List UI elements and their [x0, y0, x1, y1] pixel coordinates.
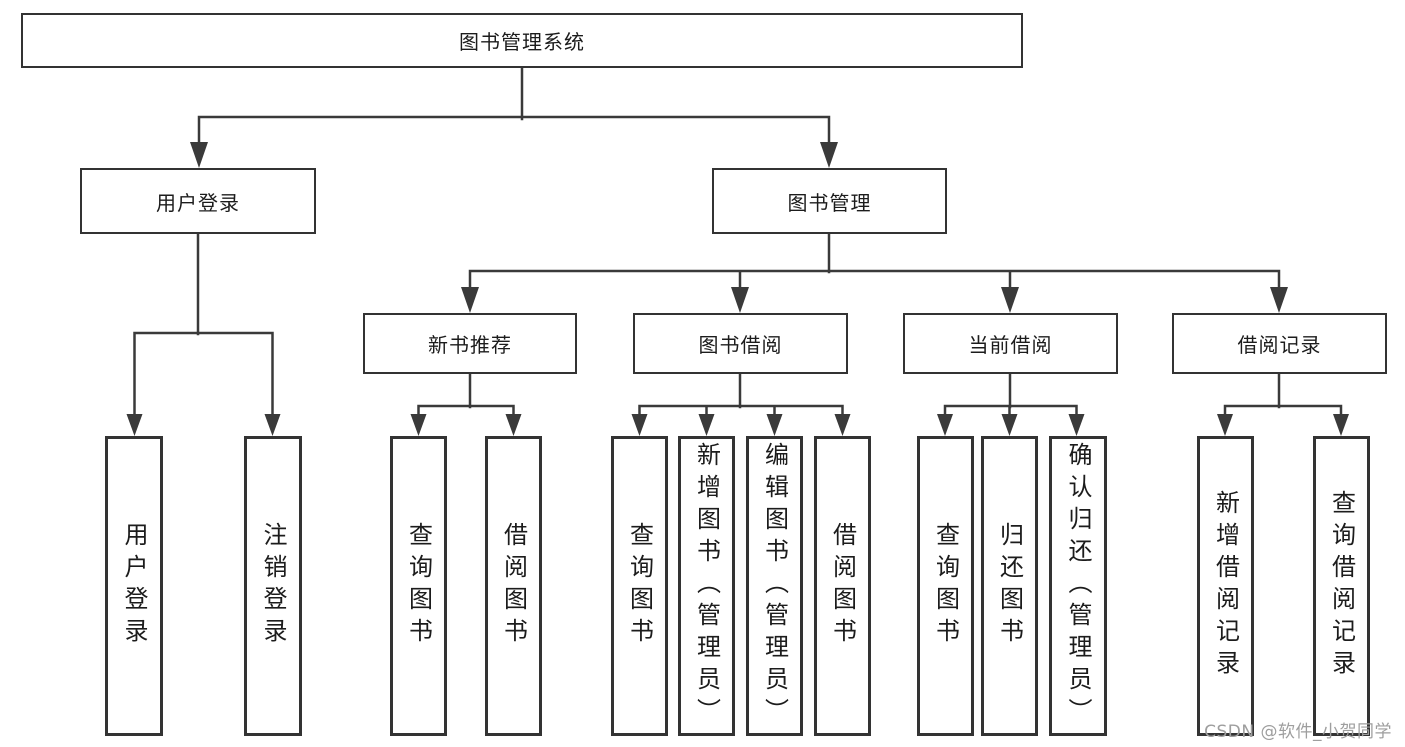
leaf-label: 注销登录 — [259, 522, 287, 650]
leaf-label: 编辑图书（管理员） — [760, 442, 789, 730]
node-book-management-module: 图书管理 — [712, 168, 947, 234]
arrow-down-icon — [1001, 287, 1019, 313]
arrow-down-icon — [264, 414, 281, 436]
node-current-borrowing: 当前借阅 — [903, 313, 1118, 374]
arrow-down-icon — [631, 414, 648, 436]
node-user-login-module: 用户登录 — [80, 168, 316, 234]
leaf-label: 确认归还（管理员） — [1064, 442, 1092, 730]
leaf-confirm-return-admin: 确认归还（管理员） — [1049, 436, 1107, 736]
leaf-label: 归还图书 — [995, 522, 1024, 650]
arrow-down-icon — [820, 142, 838, 168]
arrow-down-icon — [1068, 414, 1085, 436]
leaf-label: 借阅图书 — [499, 522, 528, 650]
arrow-down-icon — [1217, 414, 1233, 436]
leaf-label: 借阅图书 — [828, 522, 857, 650]
arrow-down-icon — [461, 287, 479, 313]
arrow-down-icon — [698, 414, 715, 436]
leaf-search-books-current: 查询图书 — [917, 436, 974, 736]
leaf-label: 查询图书 — [625, 522, 654, 650]
node-root-system: 图书管理系统 — [21, 13, 1023, 68]
leaf-search-borrow-record: 查询借阅记录 — [1313, 436, 1370, 736]
leaf-add-borrow-record: 新增借阅记录 — [1197, 436, 1254, 736]
csdn-watermark: CSDN @软件_小贺同学 — [1204, 722, 1392, 742]
arrow-down-icon — [1270, 287, 1288, 313]
leaf-label: 查询借阅记录 — [1327, 490, 1356, 682]
leaf-borrow-books: 借阅图书 — [814, 436, 871, 736]
arrow-down-icon — [505, 414, 522, 436]
leaf-search-books-recommend: 查询图书 — [390, 436, 447, 736]
leaf-search-books-borrow: 查询图书 — [611, 436, 668, 736]
arrow-down-icon — [731, 287, 749, 313]
arrow-down-icon — [834, 414, 851, 436]
node-label: 图书管理 — [787, 190, 872, 215]
arrow-down-icon — [1333, 414, 1349, 436]
node-label: 图书借阅 — [698, 333, 783, 357]
leaf-label: 新增借阅记录 — [1211, 490, 1240, 682]
leaf-logout: 注销登录 — [244, 436, 302, 736]
node-label: 用户登录 — [156, 190, 240, 215]
node-new-book-recommend: 新书推荐 — [363, 313, 577, 374]
leaf-label: 查询图书 — [404, 522, 433, 650]
arrow-down-icon — [937, 414, 953, 436]
arrow-down-icon — [1001, 414, 1018, 436]
leaf-label: 新增图书（管理员） — [692, 442, 721, 730]
node-label: 图书管理系统 — [459, 30, 585, 54]
leaf-label: 查询图书 — [931, 522, 960, 650]
leaf-return-books: 归还图书 — [981, 436, 1038, 736]
node-book-borrowing: 图书借阅 — [633, 313, 848, 374]
node-label: 借阅记录 — [1237, 333, 1322, 357]
leaf-borrow-books-recommend: 借阅图书 — [485, 436, 542, 736]
arrow-down-icon — [410, 414, 427, 436]
arrow-down-icon — [766, 414, 783, 436]
leaf-edit-books-admin: 编辑图书（管理员） — [746, 436, 803, 736]
node-label: 新书推荐 — [428, 333, 512, 357]
leaf-add-books-admin: 新增图书（管理员） — [678, 436, 735, 736]
arrow-down-icon — [190, 142, 208, 168]
leaf-label: 用户登录 — [120, 522, 148, 650]
arrow-down-icon — [126, 414, 143, 436]
leaf-user-login: 用户登录 — [105, 436, 163, 736]
node-label: 当前借阅 — [968, 333, 1053, 357]
node-borrowing-records: 借阅记录 — [1172, 313, 1387, 374]
arrowheads — [126, 142, 1349, 436]
connector-lines — [133, 66, 1343, 421]
